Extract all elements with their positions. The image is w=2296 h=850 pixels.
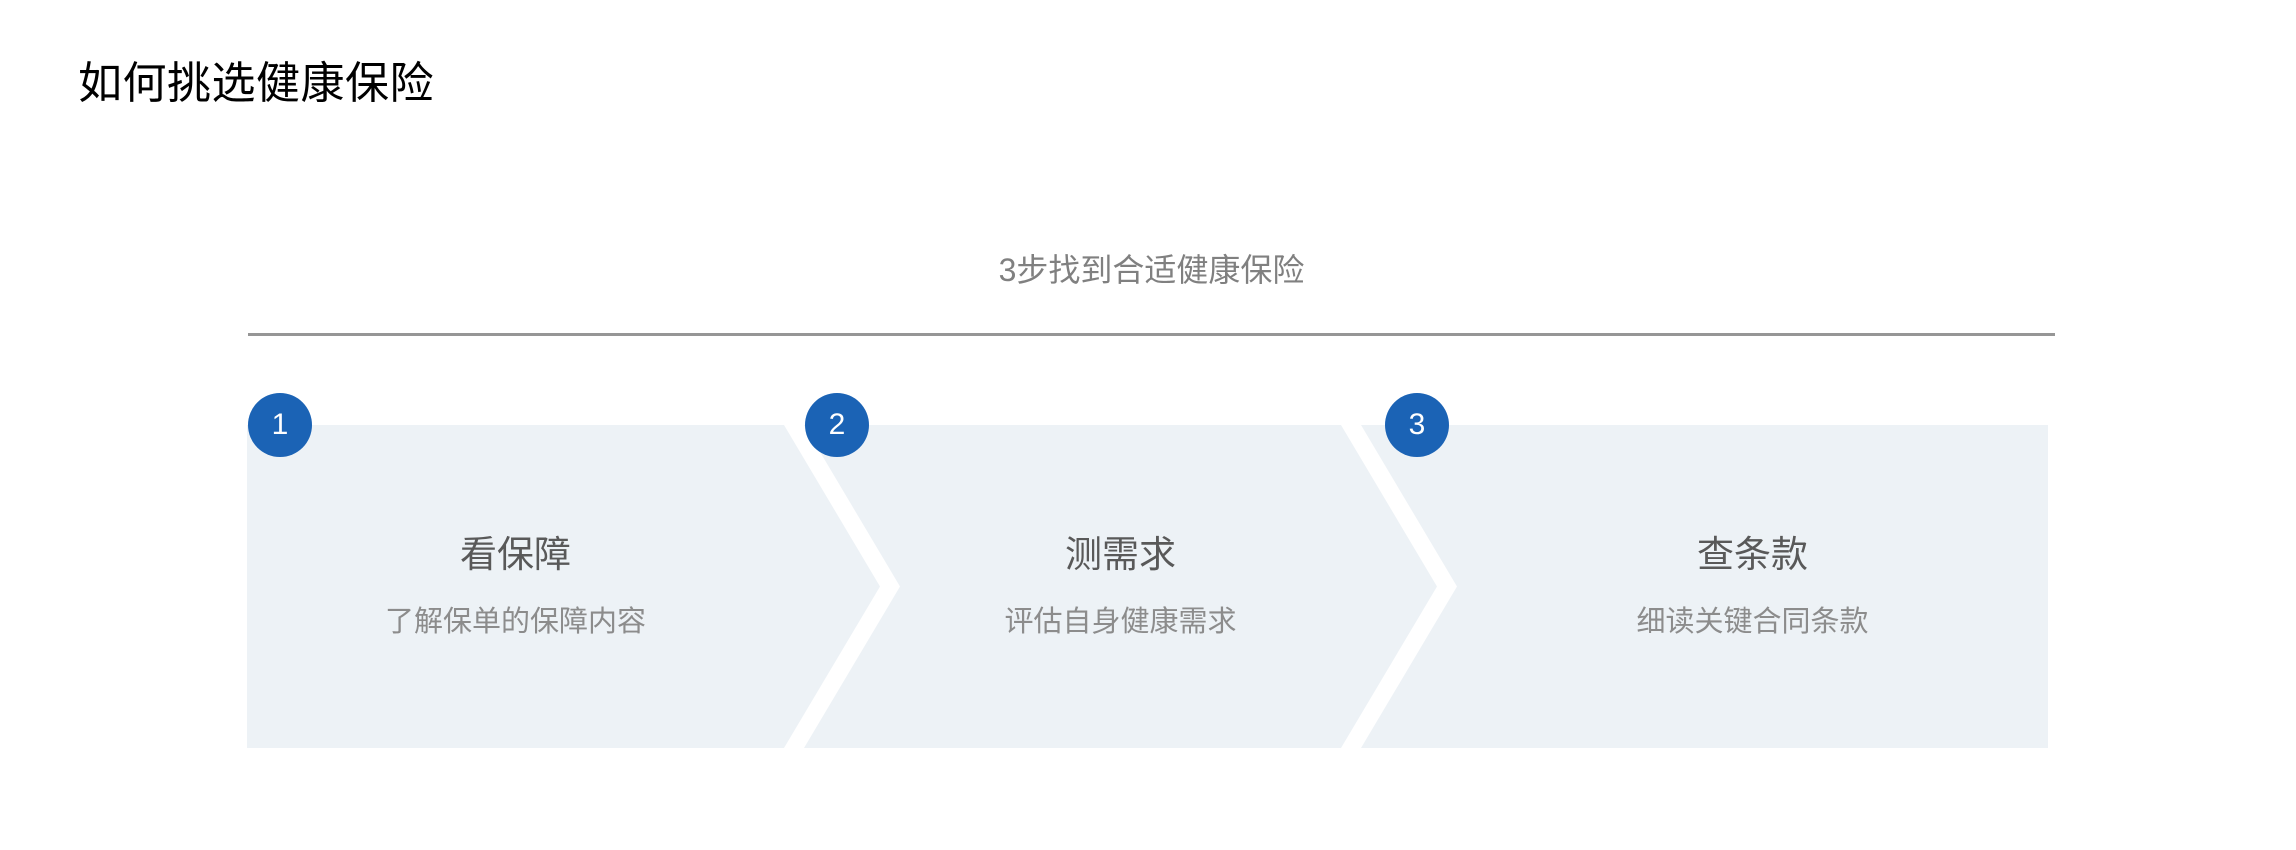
infographic-subtitle: 3步找到合适健康保险 <box>998 252 1305 288</box>
step-1-number-badge: 1 <box>248 393 312 457</box>
step-2-title: 测需求 <box>1065 533 1176 575</box>
step-2-number-badge: 2 <box>805 393 869 457</box>
step-3-number-badge: 3 <box>1385 393 1449 457</box>
chevron-step-2[interactable]: 测需求 评估自身健康需求 <box>804 425 1437 748</box>
chevron-step-3-content: 查条款 细读关键合同条款 <box>1361 425 2048 748</box>
chevron-step-1[interactable]: 看保障 了解保单的保障内容 <box>247 425 880 748</box>
step-2-description: 评估自身健康需求 <box>1004 606 1237 639</box>
chevron-step-2-content: 测需求 评估自身健康需求 <box>804 425 1437 748</box>
header-divider <box>248 333 2055 336</box>
step-1-description: 了解保单的保障内容 <box>384 606 646 639</box>
step-3-description: 细读关键合同条款 <box>1636 606 1869 639</box>
chevron-step-1-content: 看保障 了解保单的保障内容 <box>247 425 880 748</box>
step-1-title: 看保障 <box>460 533 571 575</box>
page-title: 如何挑选健康保险 <box>78 59 434 108</box>
chevron-step-3[interactable]: 查条款 细读关键合同条款 <box>1361 425 2048 748</box>
chevron-step-band: 看保障 了解保单的保障内容 测需求 评估自身健康需求 查条款 细读关键合同条款 <box>247 425 2048 748</box>
step-3-title: 查条款 <box>1697 533 1808 575</box>
